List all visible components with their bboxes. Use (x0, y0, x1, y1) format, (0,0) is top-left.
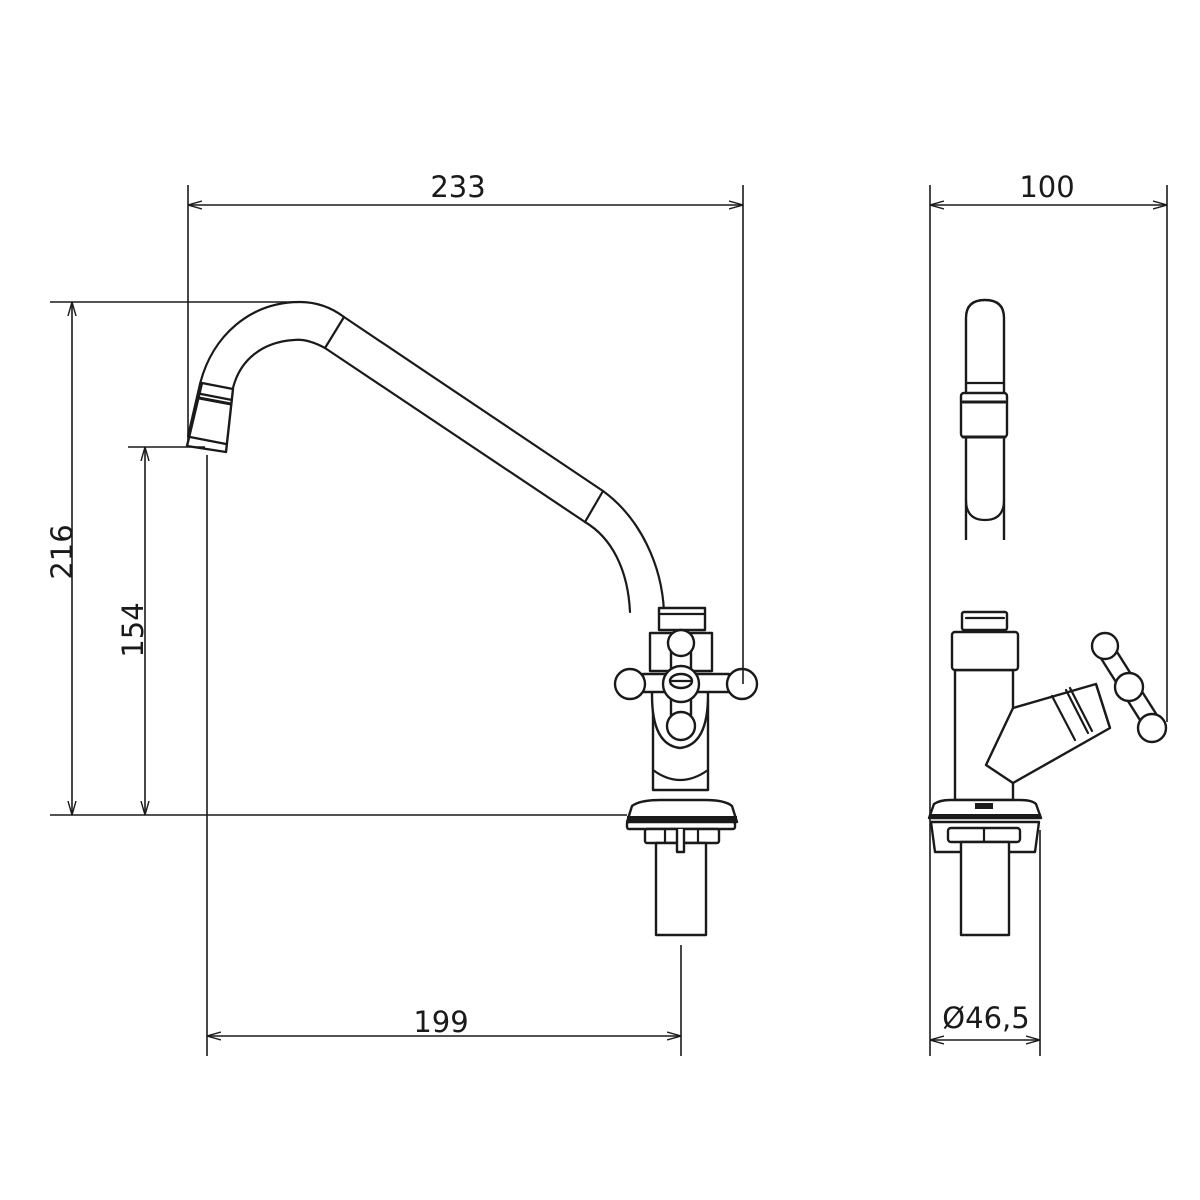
spout-seam (323, 315, 346, 350)
dimension-reach-label: 199 (413, 1005, 468, 1039)
spout-seam (583, 489, 605, 524)
handle-ball-left (613, 667, 647, 701)
handle-ball-bottom (665, 710, 697, 742)
cross-handle[interactable] (613, 628, 759, 742)
front-view-faucet (185, 300, 759, 937)
handle-ball-bottom (1136, 712, 1168, 744)
side-view-faucet (927, 298, 1168, 937)
base-gasket (627, 816, 737, 822)
valve-handle-side[interactable] (984, 631, 1168, 785)
mounting-pipe (654, 841, 708, 937)
handle-ball-top (1090, 631, 1120, 661)
dimension-height-label: 216 (45, 524, 79, 579)
handle-ball-right (725, 667, 759, 701)
aerator (185, 381, 235, 454)
front-dimensions: 233 216 154 199 (45, 170, 744, 1056)
collar-side (950, 630, 1020, 672)
dimension-diameter-label: Ø46,5 (942, 1001, 1029, 1035)
dimension-outlet-height-label: 154 (116, 602, 150, 657)
spout-collar (657, 606, 707, 632)
dimension-width-label: 233 (430, 170, 485, 204)
handle-hub (1113, 671, 1145, 703)
spout (186, 300, 666, 614)
handle-ball-top (666, 628, 696, 658)
aerator-side (959, 391, 1009, 439)
side-dimensions: 100 Ø46,5 (929, 170, 1168, 1056)
dimension-depth-label: 100 (1019, 170, 1074, 204)
mounting-pipe-side (959, 840, 1011, 937)
